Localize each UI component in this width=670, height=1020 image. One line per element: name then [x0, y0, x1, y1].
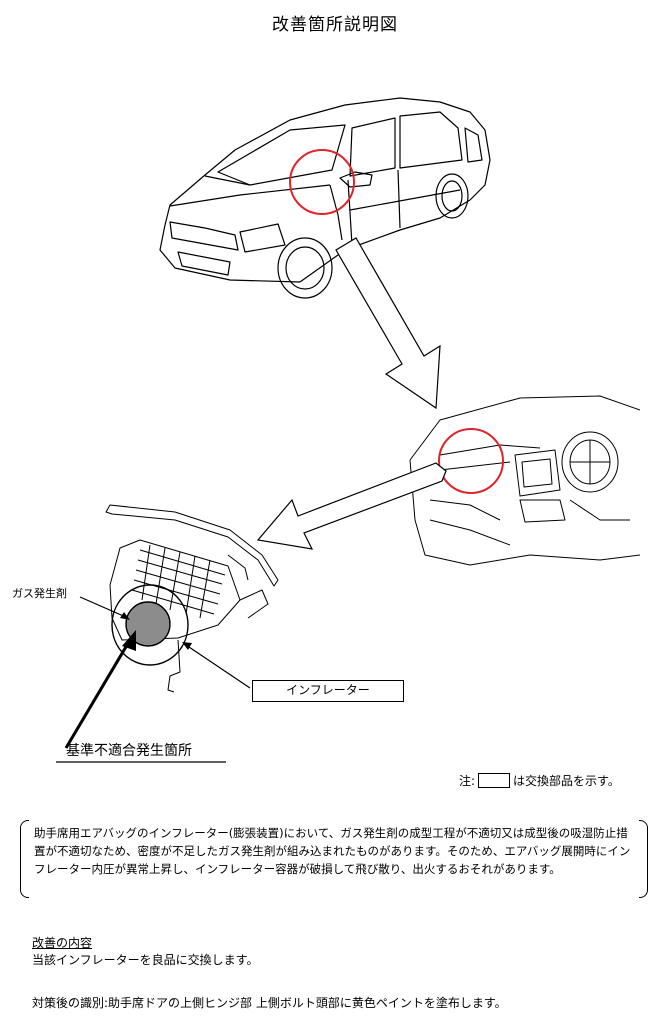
- defect-location-label: 基準不適合発生箇所: [66, 743, 192, 759]
- airbag-module-illustration: [105, 504, 279, 693]
- description-box: 助手席用エアバッグのインフレーター(膨張装置)において、ガス発生剤の成型工程が不…: [20, 820, 648, 898]
- improvement-heading: 改善の内容: [32, 936, 93, 950]
- defect-location-leader: [64, 639, 132, 749]
- car-highlight-circle: [289, 149, 355, 215]
- legend-note-suffix: は交換部品を示す。: [513, 774, 620, 788]
- dashboard-illustration: [409, 395, 641, 566]
- gas-generator-icon: [125, 601, 171, 647]
- arrow-to-airbag-module: [256, 462, 447, 550]
- dashboard-highlight-circle: [438, 428, 504, 494]
- car-illustration: [159, 97, 491, 299]
- description-bracket-right: [639, 820, 648, 898]
- identification-text: 対策後の識別:助手席ドアの上側ヒンジ部 上側ボルト頭部に黄色ペイントを塗布します…: [32, 996, 507, 1010]
- inflator-arrowhead: [182, 642, 192, 650]
- improvement-text: 当該インフレーターを良品に交換します。: [32, 953, 259, 967]
- legend-note-prefix: 注:: [459, 774, 476, 788]
- description-text: 助手席用エアバッグのインフレーター(膨張装置)において、ガス発生剤の成型工程が不…: [34, 826, 631, 876]
- page-title: 改善箇所説明図: [272, 15, 398, 35]
- arrow-to-dashboard: [335, 237, 441, 410]
- legend-box-icon: [478, 773, 511, 788]
- defect-location-arrowhead: [122, 630, 136, 651]
- gas-generator-leader: [79, 596, 129, 619]
- gas-generator-label: ガス発生剤: [12, 587, 67, 600]
- legend-note: 注: は交換部品を示す。: [459, 772, 620, 789]
- inflator-leader: [185, 644, 251, 689]
- gas-generator-arrowhead: [120, 612, 130, 620]
- inflator-label-box: インフレーター: [252, 680, 404, 702]
- description-bracket-left: [20, 820, 29, 898]
